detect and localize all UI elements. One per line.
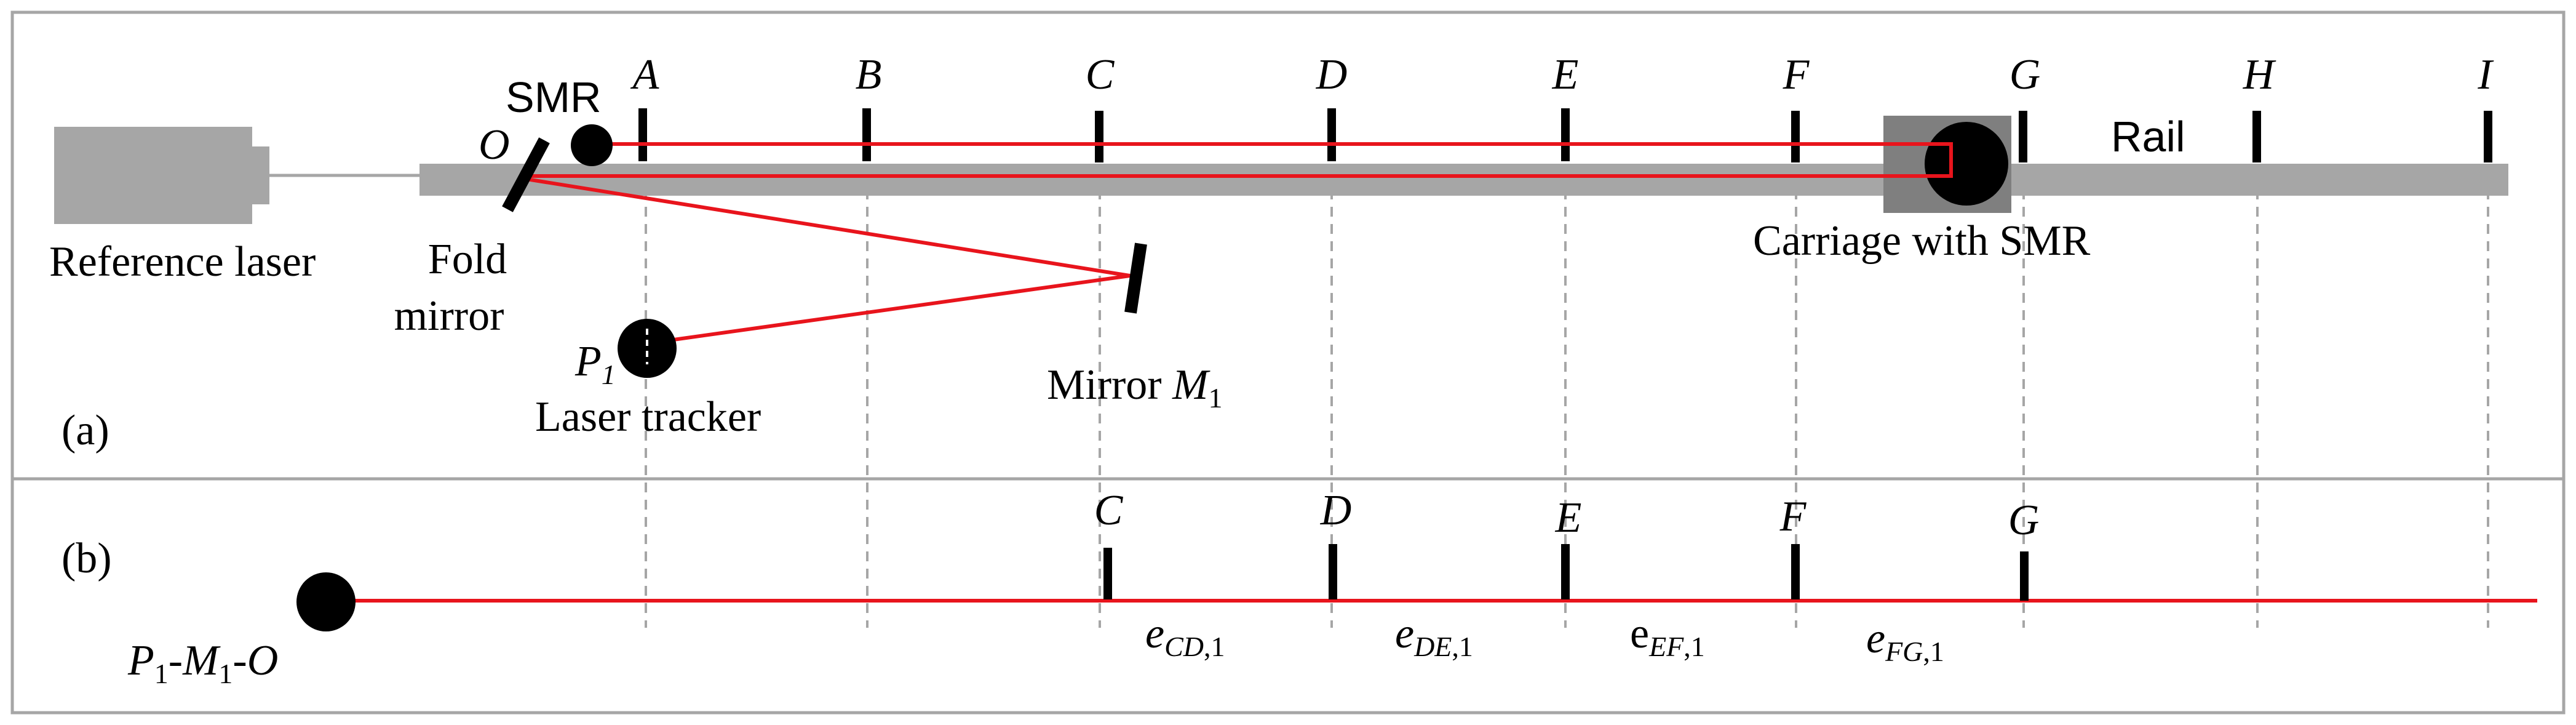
virtual-source-point	[296, 572, 356, 631]
post-e	[1561, 108, 1570, 161]
smr-ball	[571, 124, 613, 166]
station-label-a: A	[630, 51, 659, 98]
error-cd-sub: CD	[1164, 631, 1204, 662]
station-b-label-f: F	[1779, 493, 1807, 540]
post-f	[1791, 111, 1800, 162]
outer-frame	[10, 10, 2566, 715]
error-fg-e: e	[1866, 615, 1885, 662]
mirror-m1-label-text: Mirror	[1047, 361, 1172, 409]
vs-p-sub: 1	[154, 658, 169, 689]
beam-smr-loop	[524, 142, 1953, 178]
error-de-sub: DE	[1413, 631, 1452, 662]
post-b	[862, 108, 871, 161]
error-ef-sub: EF	[1648, 631, 1684, 662]
post-b-d	[1329, 544, 1337, 599]
virtual-source-label: P1-M1-O	[127, 637, 278, 689]
error-fg-sub2: ,1	[1923, 636, 1944, 667]
error-ef-sub2: ,1	[1684, 631, 1705, 662]
station-b-label-c: C	[1094, 487, 1124, 534]
reference-laser-body	[54, 127, 252, 224]
error-de-sub2: ,1	[1452, 631, 1473, 662]
post-h	[2252, 111, 2261, 162]
station-b-label-e: E	[1555, 494, 1582, 542]
fold-point-o-label: O	[479, 121, 510, 169]
carriage-smr	[1925, 122, 2008, 206]
error-fg-sub: FG	[1885, 636, 1923, 667]
error-cd-e: e	[1145, 610, 1164, 657]
post-d	[1327, 108, 1336, 161]
reference-laser-nozzle	[252, 146, 269, 204]
station-letters-a: A B C D E F G H I	[630, 51, 2495, 98]
post-b-f	[1791, 544, 1800, 599]
laser-tracker-label: Laser tracker	[535, 393, 761, 441]
error-label-cd: eCD,1	[1145, 610, 1225, 662]
p1-label: P1	[574, 338, 616, 390]
fold-mirror-label-line1: Fold	[428, 236, 507, 283]
post-b-g	[2020, 551, 2029, 601]
vs-p: P	[127, 637, 154, 684]
panel-b-tag: (b)	[62, 535, 112, 582]
post-b-c	[1103, 548, 1112, 599]
station-b-label-g: G	[2008, 497, 2040, 544]
laser-tracker	[618, 319, 677, 378]
station-label-c: C	[1086, 51, 1115, 98]
mirror-m1-label-sub: 1	[1208, 382, 1222, 414]
station-b-label-d: D	[1320, 487, 1352, 534]
station-label-g: G	[2010, 51, 2041, 98]
vs-dash1: -	[169, 637, 183, 684]
station-posts-b	[1103, 544, 2029, 601]
vs-m: M	[182, 637, 221, 684]
p1-label-p: P	[574, 338, 602, 385]
mirror-m1-label-m: M	[1172, 361, 1210, 409]
post-i	[2484, 111, 2492, 162]
station-label-e: E	[1552, 51, 1579, 98]
station-label-d: D	[1316, 51, 1348, 98]
fold-mirror-label-line2: mirror	[394, 292, 504, 340]
fold-mirror	[502, 137, 550, 212]
mirror-m1-label: Mirror M1	[1047, 361, 1222, 414]
station-letters-b: C D E F G	[1094, 487, 2040, 544]
error-de-e: e	[1395, 610, 1414, 657]
p1-label-sub: 1	[602, 359, 616, 390]
station-posts-a	[638, 108, 2492, 162]
vs-o: O	[247, 637, 279, 684]
error-cd-sub2: ,1	[1204, 631, 1225, 662]
station-label-i: I	[2477, 51, 2494, 98]
beam-tracker-path	[522, 177, 1131, 345]
smr-label: SMR	[506, 73, 602, 121]
station-label-b: B	[856, 51, 882, 98]
error-label-de: eDE,1	[1395, 610, 1473, 662]
post-c	[1095, 111, 1103, 162]
error-label-ef: eEF,1	[1630, 610, 1705, 662]
rail	[419, 164, 2508, 196]
error-label-fg: eFG,1	[1866, 615, 1944, 667]
mirror-m1	[1124, 242, 1147, 314]
reference-laser-label: Reference laser	[49, 238, 316, 286]
station-label-h: H	[2243, 51, 2276, 98]
vs-m-sub: 1	[218, 658, 233, 689]
post-g	[2019, 111, 2027, 162]
vs-dash2: -	[233, 637, 247, 684]
post-b-e	[1561, 544, 1570, 599]
panel-a-tag: (a)	[62, 407, 109, 454]
post-a	[638, 108, 647, 161]
rail-label: Rail	[2111, 113, 2185, 161]
station-label-f: F	[1783, 51, 1810, 98]
error-ef-e: e	[1630, 610, 1649, 657]
carriage-label: Carriage with SMR	[1753, 217, 2091, 265]
